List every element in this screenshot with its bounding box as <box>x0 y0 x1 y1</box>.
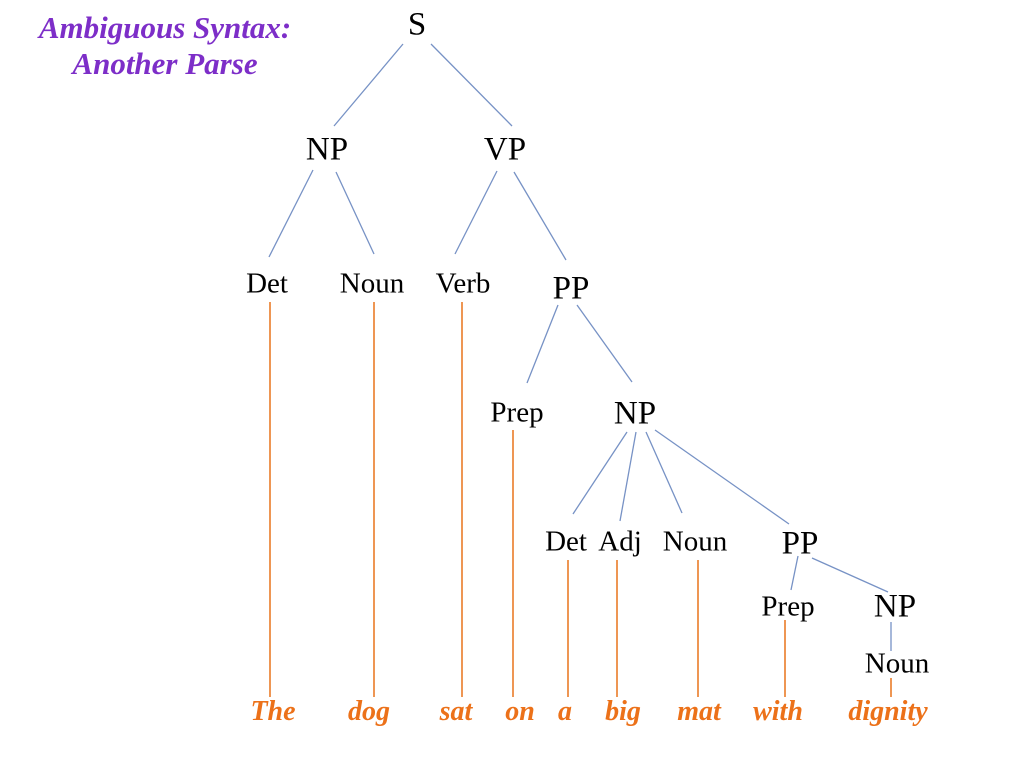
edge-pp-1-to-np-2 <box>576 304 633 383</box>
tree-node-np-3: NP <box>873 588 917 625</box>
tree-node-noun-2: Noun <box>662 525 728 558</box>
edge-s-to-np-1 <box>333 43 404 127</box>
sentence-word-dignity: dignity <box>848 696 928 727</box>
tree-node-adj: Adj <box>598 525 642 558</box>
sentence-word-the: The <box>250 696 296 727</box>
tree-node-np-2: NP <box>613 395 657 432</box>
tree-node-verb: Verb <box>435 267 491 300</box>
edge-pp-2-to-prep-2 <box>790 555 799 591</box>
edge-vp-to-verb <box>454 170 498 255</box>
tree-node-prep-1: Prep <box>490 396 544 429</box>
sentence-word-dog: dog <box>348 696 390 727</box>
edge-np-1-to-det-1 <box>268 169 314 258</box>
tree-node-det-2: Det <box>545 525 587 558</box>
edge-pp-1-to-prep-1 <box>526 304 559 384</box>
tree-node-s: S <box>407 6 427 43</box>
tree-node-np-1: NP <box>305 131 349 168</box>
slide-title-line2: Another Parse <box>72 46 258 81</box>
edge-np-1-to-noun-1 <box>335 171 375 255</box>
edge-s-to-vp <box>430 43 513 127</box>
slide-title: Ambiguous Syntax: Another Parse <box>4 10 326 82</box>
edge-pp-2-to-np-3 <box>811 557 889 593</box>
tree-node-pp-2: PP <box>781 525 819 562</box>
sentence-word-a: a <box>558 696 572 727</box>
sentence-word-mat: mat <box>677 696 721 727</box>
sentence-word-with: with <box>753 696 803 727</box>
sentence-word-on: on <box>505 696 535 727</box>
edge-np-2-to-noun-2 <box>645 431 683 514</box>
tree-node-pp-1: PP <box>552 270 590 307</box>
slide-title-line1: Ambiguous Syntax: <box>38 10 292 45</box>
tree-node-prep-2: Prep <box>761 590 815 623</box>
edge-np-2-to-pp-2 <box>654 429 790 525</box>
edge-np-2-to-det-2 <box>572 431 628 515</box>
tree-node-vp: VP <box>483 131 527 168</box>
edge-vp-to-pp-1 <box>513 171 567 261</box>
tree-node-noun-3: Noun <box>864 647 930 680</box>
tree-node-det-1: Det <box>246 267 288 300</box>
sentence-word-big: big <box>605 696 641 727</box>
edge-np-2-to-adj <box>619 431 637 522</box>
tree-node-noun-1: Noun <box>339 267 405 300</box>
sentence-word-sat: sat <box>439 696 473 727</box>
